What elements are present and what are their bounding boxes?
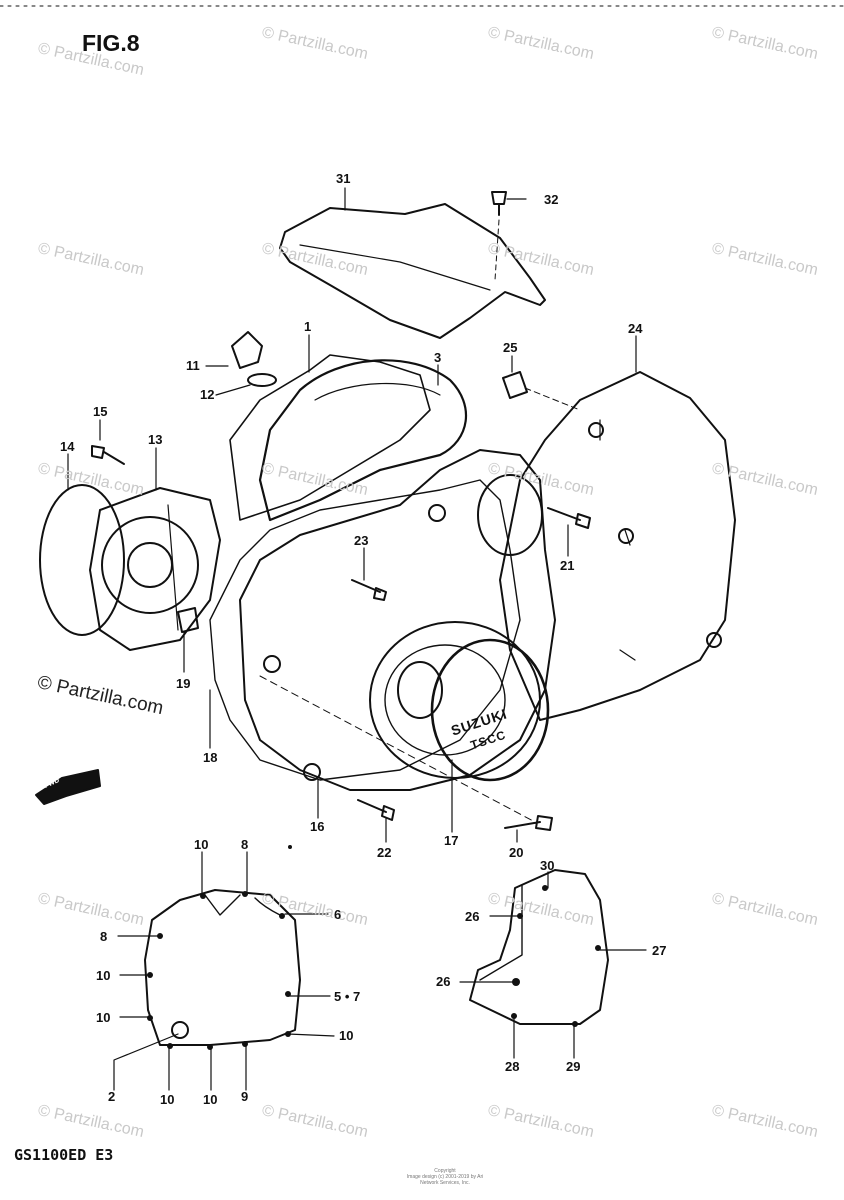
callout-15: 15: [93, 404, 108, 419]
callout-13: 13: [148, 432, 163, 447]
callout-22: 22: [377, 845, 392, 860]
callout-29: 29: [566, 1059, 581, 1074]
part-17-emblem-ring: [430, 638, 550, 782]
callout-10: 10: [160, 1092, 175, 1107]
callout-32: 32: [544, 192, 559, 207]
callout-25: 25: [503, 340, 518, 355]
callout-11: 11: [186, 358, 200, 373]
callout-28: 28: [505, 1059, 520, 1074]
part-18-gasket: [209, 479, 521, 781]
callout-9: 9: [241, 1089, 249, 1104]
part-15-bolt: [91, 445, 125, 465]
callout-24: 24: [628, 321, 643, 336]
part-25-dowel: [502, 371, 528, 399]
callout-14: 14: [60, 439, 75, 454]
part-2-crankcase-gasket: [144, 889, 301, 1046]
part-16-clutch-cover: [239, 449, 556, 791]
callout-10: 10: [194, 837, 209, 852]
callout-8: 8: [100, 929, 108, 944]
part-1-crankcase-cover: [229, 354, 431, 521]
part-11-oil-cap: [231, 331, 263, 369]
copyright-line-2: Image design (c) 2001-2019 by Ari Networ…: [406, 1174, 484, 1186]
copyright-line-1: Copyright: [434, 1168, 456, 1174]
part-23-screw: [351, 579, 387, 601]
callout-26: 26: [465, 909, 480, 924]
part-20-screw: [504, 815, 553, 831]
part-14-gasket: [39, 484, 125, 636]
callout-10: 10: [339, 1028, 354, 1043]
part-19-dowel: [177, 607, 199, 633]
forward-arrow: [35, 769, 101, 805]
callout-20: 20: [509, 845, 524, 860]
callout-10: 10: [96, 1010, 111, 1025]
copyright-footer: Copyright Image design (c) 2001-2019 by …: [400, 1168, 490, 1186]
part-22-screw: [357, 799, 395, 821]
callout-21: 21: [560, 558, 575, 573]
callout-1: 1: [304, 319, 312, 334]
callout-16: 16: [310, 819, 325, 834]
part-13-generator-cover: [89, 487, 221, 651]
callout-6: 6: [334, 907, 342, 922]
callout-26: 26: [436, 974, 451, 989]
callout-8: 8: [241, 837, 249, 852]
part-31-top-cover: [279, 203, 546, 339]
callout-2: 2: [108, 1089, 116, 1104]
part-3-gasket: [258, 359, 468, 522]
callout-10: 10: [203, 1092, 218, 1107]
callout-23: 23: [354, 533, 369, 548]
callout-19: 19: [176, 676, 191, 691]
callout-18: 18: [203, 750, 218, 765]
model-code: GS1100ED E3: [14, 1146, 114, 1164]
callout-12: 12: [200, 387, 215, 402]
callout-10: 10: [96, 968, 111, 983]
part-27-gasket: [469, 869, 609, 1025]
callout-17: 17: [444, 833, 459, 848]
part-12-o-ring: [247, 373, 277, 387]
callout-31: 31: [336, 171, 351, 186]
callout-3: 3: [434, 350, 442, 365]
part-21-screw: [547, 507, 591, 529]
part-32-screw: [491, 191, 507, 205]
callout-27: 27: [652, 943, 667, 958]
callout-30: 30: [540, 858, 555, 873]
part-24-right-cover: [499, 371, 736, 721]
callout-5-7: 5 • 7: [334, 989, 361, 1004]
figure-title: FIG.8: [82, 30, 140, 56]
